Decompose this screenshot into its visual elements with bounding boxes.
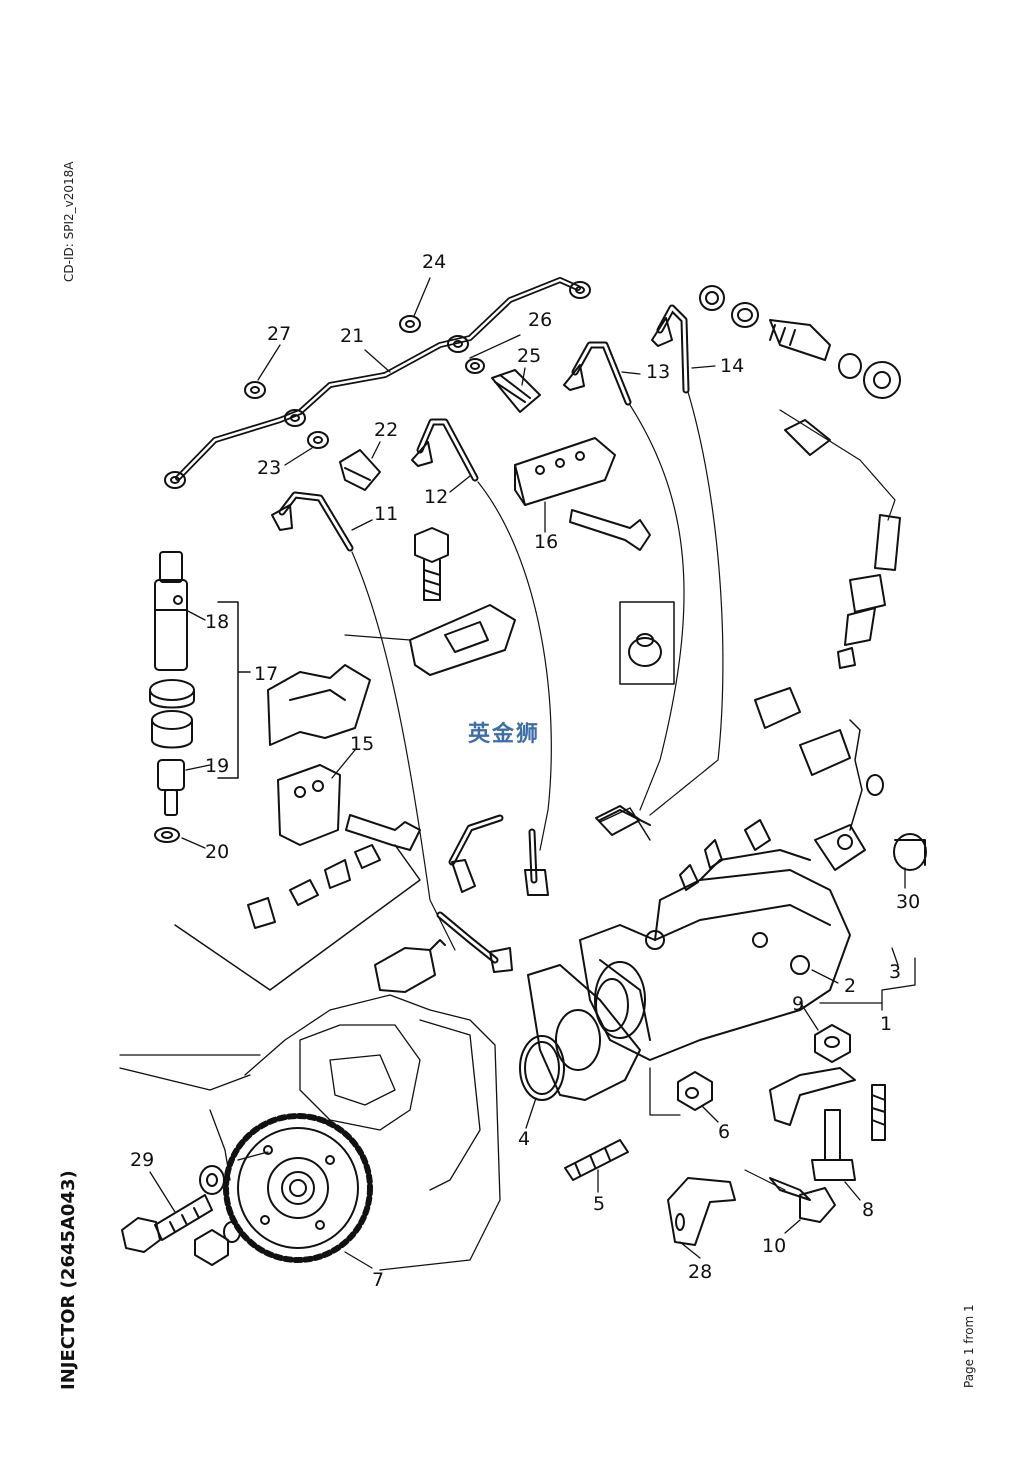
routing-lines xyxy=(351,391,896,951)
callout-6: 6 xyxy=(718,1121,730,1143)
clamp-bolt-center xyxy=(344,527,516,676)
washer-26 xyxy=(465,358,485,374)
washer-27 xyxy=(244,381,266,399)
callout-15: 15 xyxy=(350,733,374,755)
sensor-plug xyxy=(374,939,446,993)
washer-24 xyxy=(399,315,421,333)
banjo-bolt-25 xyxy=(491,369,541,413)
callout-12: 12 xyxy=(424,486,448,508)
banjo-bolt-22 xyxy=(339,449,381,491)
engine-timing-case xyxy=(119,994,501,1271)
callout-1: 1 xyxy=(880,1013,892,1035)
leader-lines xyxy=(149,277,906,1269)
callout-23: 23 xyxy=(257,457,281,479)
callout-16: 16 xyxy=(534,531,558,553)
washer-23 xyxy=(307,431,329,449)
pipe-12 xyxy=(411,418,479,482)
bolt-10 xyxy=(744,1169,836,1223)
callout-30: 30 xyxy=(896,891,920,913)
bolt-8 xyxy=(811,1109,856,1181)
nut-6 xyxy=(677,1071,713,1111)
sleeve-30 xyxy=(893,833,927,871)
callout-19: 19 xyxy=(205,755,229,777)
watermark-logo: 英金狮 xyxy=(468,722,541,747)
gasket-4 xyxy=(519,964,641,1101)
callout-20: 20 xyxy=(205,841,229,863)
bracket-17-19 xyxy=(217,601,251,779)
pipe-14 xyxy=(651,304,690,394)
callout-26: 26 xyxy=(528,309,552,331)
injection-pump-1 xyxy=(579,819,866,1061)
callout-14: 14 xyxy=(720,355,744,377)
drive-gear-7 xyxy=(223,1113,373,1263)
delivery-valve-chain xyxy=(699,285,901,669)
grommet-detail-box xyxy=(619,601,675,685)
callout-22: 22 xyxy=(374,419,398,441)
injector-pipe-21 xyxy=(164,277,591,489)
callout-24: 24 xyxy=(422,251,446,273)
callout-11: 11 xyxy=(374,503,398,525)
callout-13: 13 xyxy=(646,361,670,383)
callout-2: 2 xyxy=(844,975,856,997)
washer-20 xyxy=(154,827,180,843)
drive-coupling xyxy=(599,687,884,831)
callout-4: 4 xyxy=(518,1128,530,1150)
callout-1-bracket xyxy=(649,957,916,1116)
gear-bolt-29 xyxy=(121,1165,241,1266)
callout-8: 8 xyxy=(862,1199,874,1221)
callout-7: 7 xyxy=(372,1269,384,1291)
callout-10: 10 xyxy=(762,1235,786,1257)
pipe-11 xyxy=(271,491,354,552)
nozzle-holder-18 xyxy=(154,551,188,671)
stud-5 xyxy=(564,1139,629,1181)
callout-5: 5 xyxy=(593,1193,605,1215)
nozzle-19 xyxy=(149,679,195,816)
callout-27: 27 xyxy=(267,323,291,345)
callout-18: 18 xyxy=(205,611,229,633)
bracket-28 xyxy=(667,1177,736,1246)
clamp-15 xyxy=(277,764,421,851)
callout-25: 25 xyxy=(517,345,541,367)
bracket-9 xyxy=(769,1024,886,1141)
callout-17: 17 xyxy=(254,663,278,685)
callout-21: 21 xyxy=(340,325,364,347)
callout-9: 9 xyxy=(792,993,804,1015)
clamp-16 xyxy=(514,437,651,551)
callout-28: 28 xyxy=(688,1261,712,1283)
callout-3: 3 xyxy=(889,961,901,983)
return-fittings xyxy=(436,805,651,973)
callout-29: 29 xyxy=(130,1149,154,1171)
clamp-plate-17 xyxy=(267,664,371,746)
fitting-set xyxy=(174,844,421,991)
pipe-13 xyxy=(563,341,632,406)
